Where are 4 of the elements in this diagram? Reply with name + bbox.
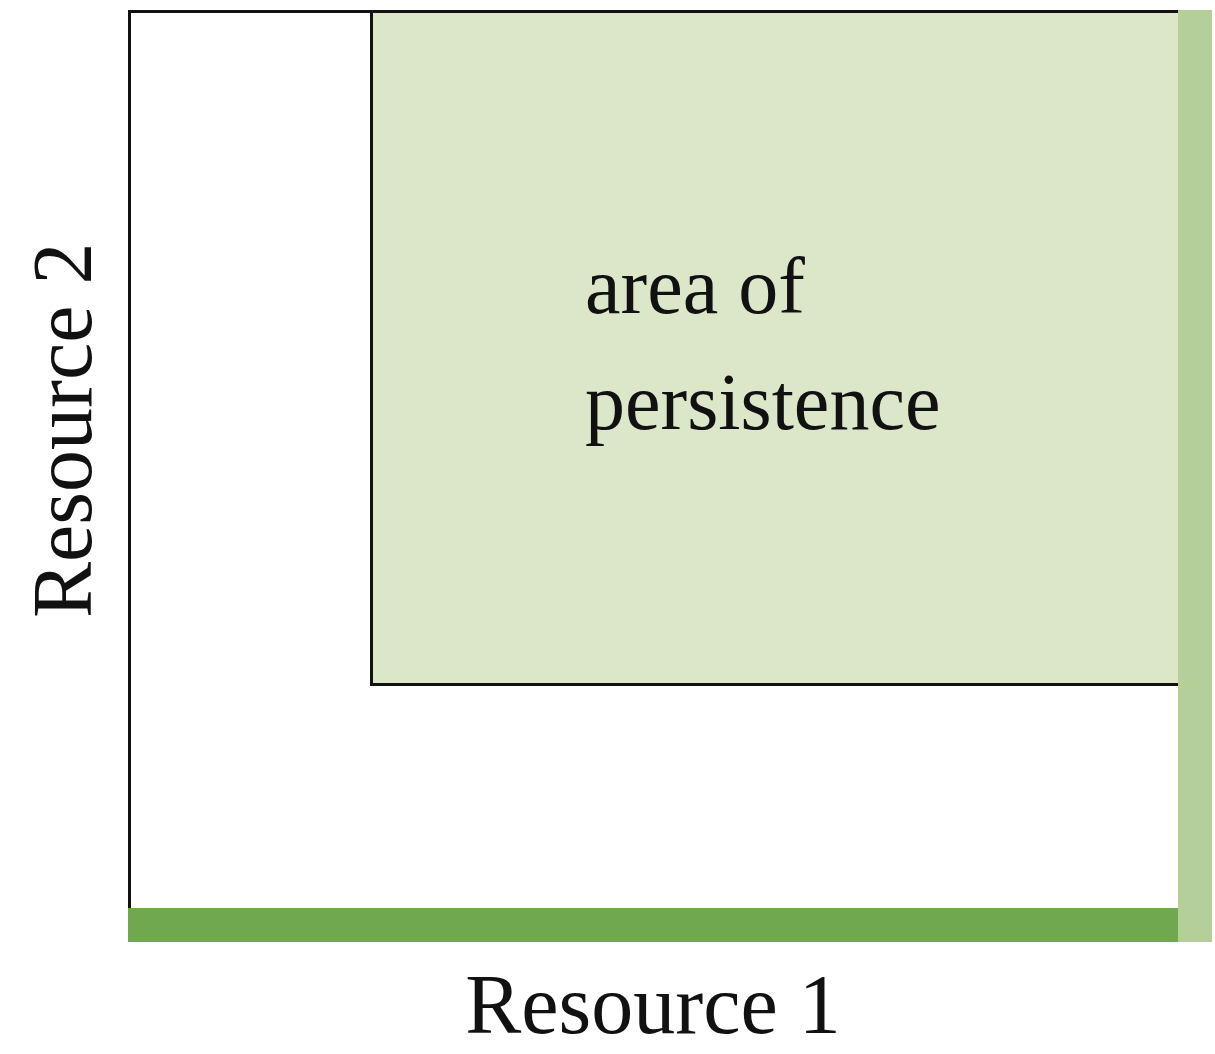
axis-label: Resource 2: [18, 241, 108, 620]
shaded-region: [370, 10, 1178, 686]
axis-label: Resource 1: [464, 960, 842, 1050]
region-label: area of persistence: [585, 241, 942, 448]
